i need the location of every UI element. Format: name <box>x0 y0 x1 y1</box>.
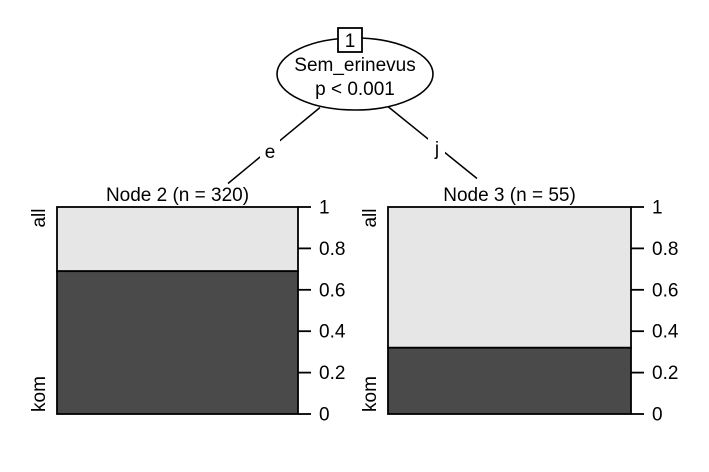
tree-edges: e j <box>227 106 478 185</box>
axis-tick-label: 0 <box>652 405 663 426</box>
axis-tick-label: 0.4 <box>652 322 679 343</box>
bar-segments <box>387 206 632 415</box>
axis-tick-label: 1 <box>319 198 330 219</box>
node3-panel: Node 3 (n = 55) all kom 0 0.2 0.4 0.6 0.8 1 <box>360 185 679 426</box>
y-axis: 0 0.2 0.4 0.6 0.8 1 <box>631 198 679 426</box>
node-title: Node 3 (n = 55) <box>443 185 576 206</box>
category-label-kom: kom <box>29 376 50 412</box>
axis-tick-label: 0.6 <box>319 280 345 301</box>
axis-tick-label: 0.2 <box>319 363 345 384</box>
edge-label-left: e <box>265 142 276 163</box>
category-label-all: all <box>29 209 50 228</box>
bar-segments <box>56 206 299 415</box>
axis-tick-label: 0.6 <box>652 280 678 301</box>
category-label-all: all <box>360 209 381 228</box>
bar-segment-all <box>387 206 632 349</box>
axis-tick-label: 0 <box>319 405 330 426</box>
split-variable-label: Sem_erinevus <box>294 55 415 76</box>
root-node-id-box <box>337 27 363 53</box>
root-node-id-label: 1 <box>345 31 356 52</box>
node-title: Node 2 (n = 320) <box>106 185 249 206</box>
bar-segment-kom <box>56 270 299 415</box>
axis-tick-label: 1 <box>652 198 663 219</box>
axis-tick-label: 0.8 <box>652 239 678 260</box>
axis-tick-label: 0.4 <box>319 322 346 343</box>
p-value-label: p < 0.001 <box>315 79 395 100</box>
bar-segment-kom <box>387 346 632 415</box>
edge-label-right-background <box>428 136 445 160</box>
y-axis: 0 0.2 0.4 0.6 0.8 1 <box>298 198 346 426</box>
edge-label-right: j <box>434 139 439 160</box>
edge-label-left-background <box>260 139 280 160</box>
axis-tick-label: 0.8 <box>319 239 345 260</box>
axis-tick-label: 0.2 <box>652 363 678 384</box>
root-node: Sem_erinevus p < 0.001 1 <box>276 27 434 111</box>
node2-panel: Node 2 (n = 320) all kom 0 0.2 0.4 0.6 0.8 1 <box>29 185 346 426</box>
category-label-kom: kom <box>360 376 381 412</box>
bar-segment-all <box>56 206 299 273</box>
